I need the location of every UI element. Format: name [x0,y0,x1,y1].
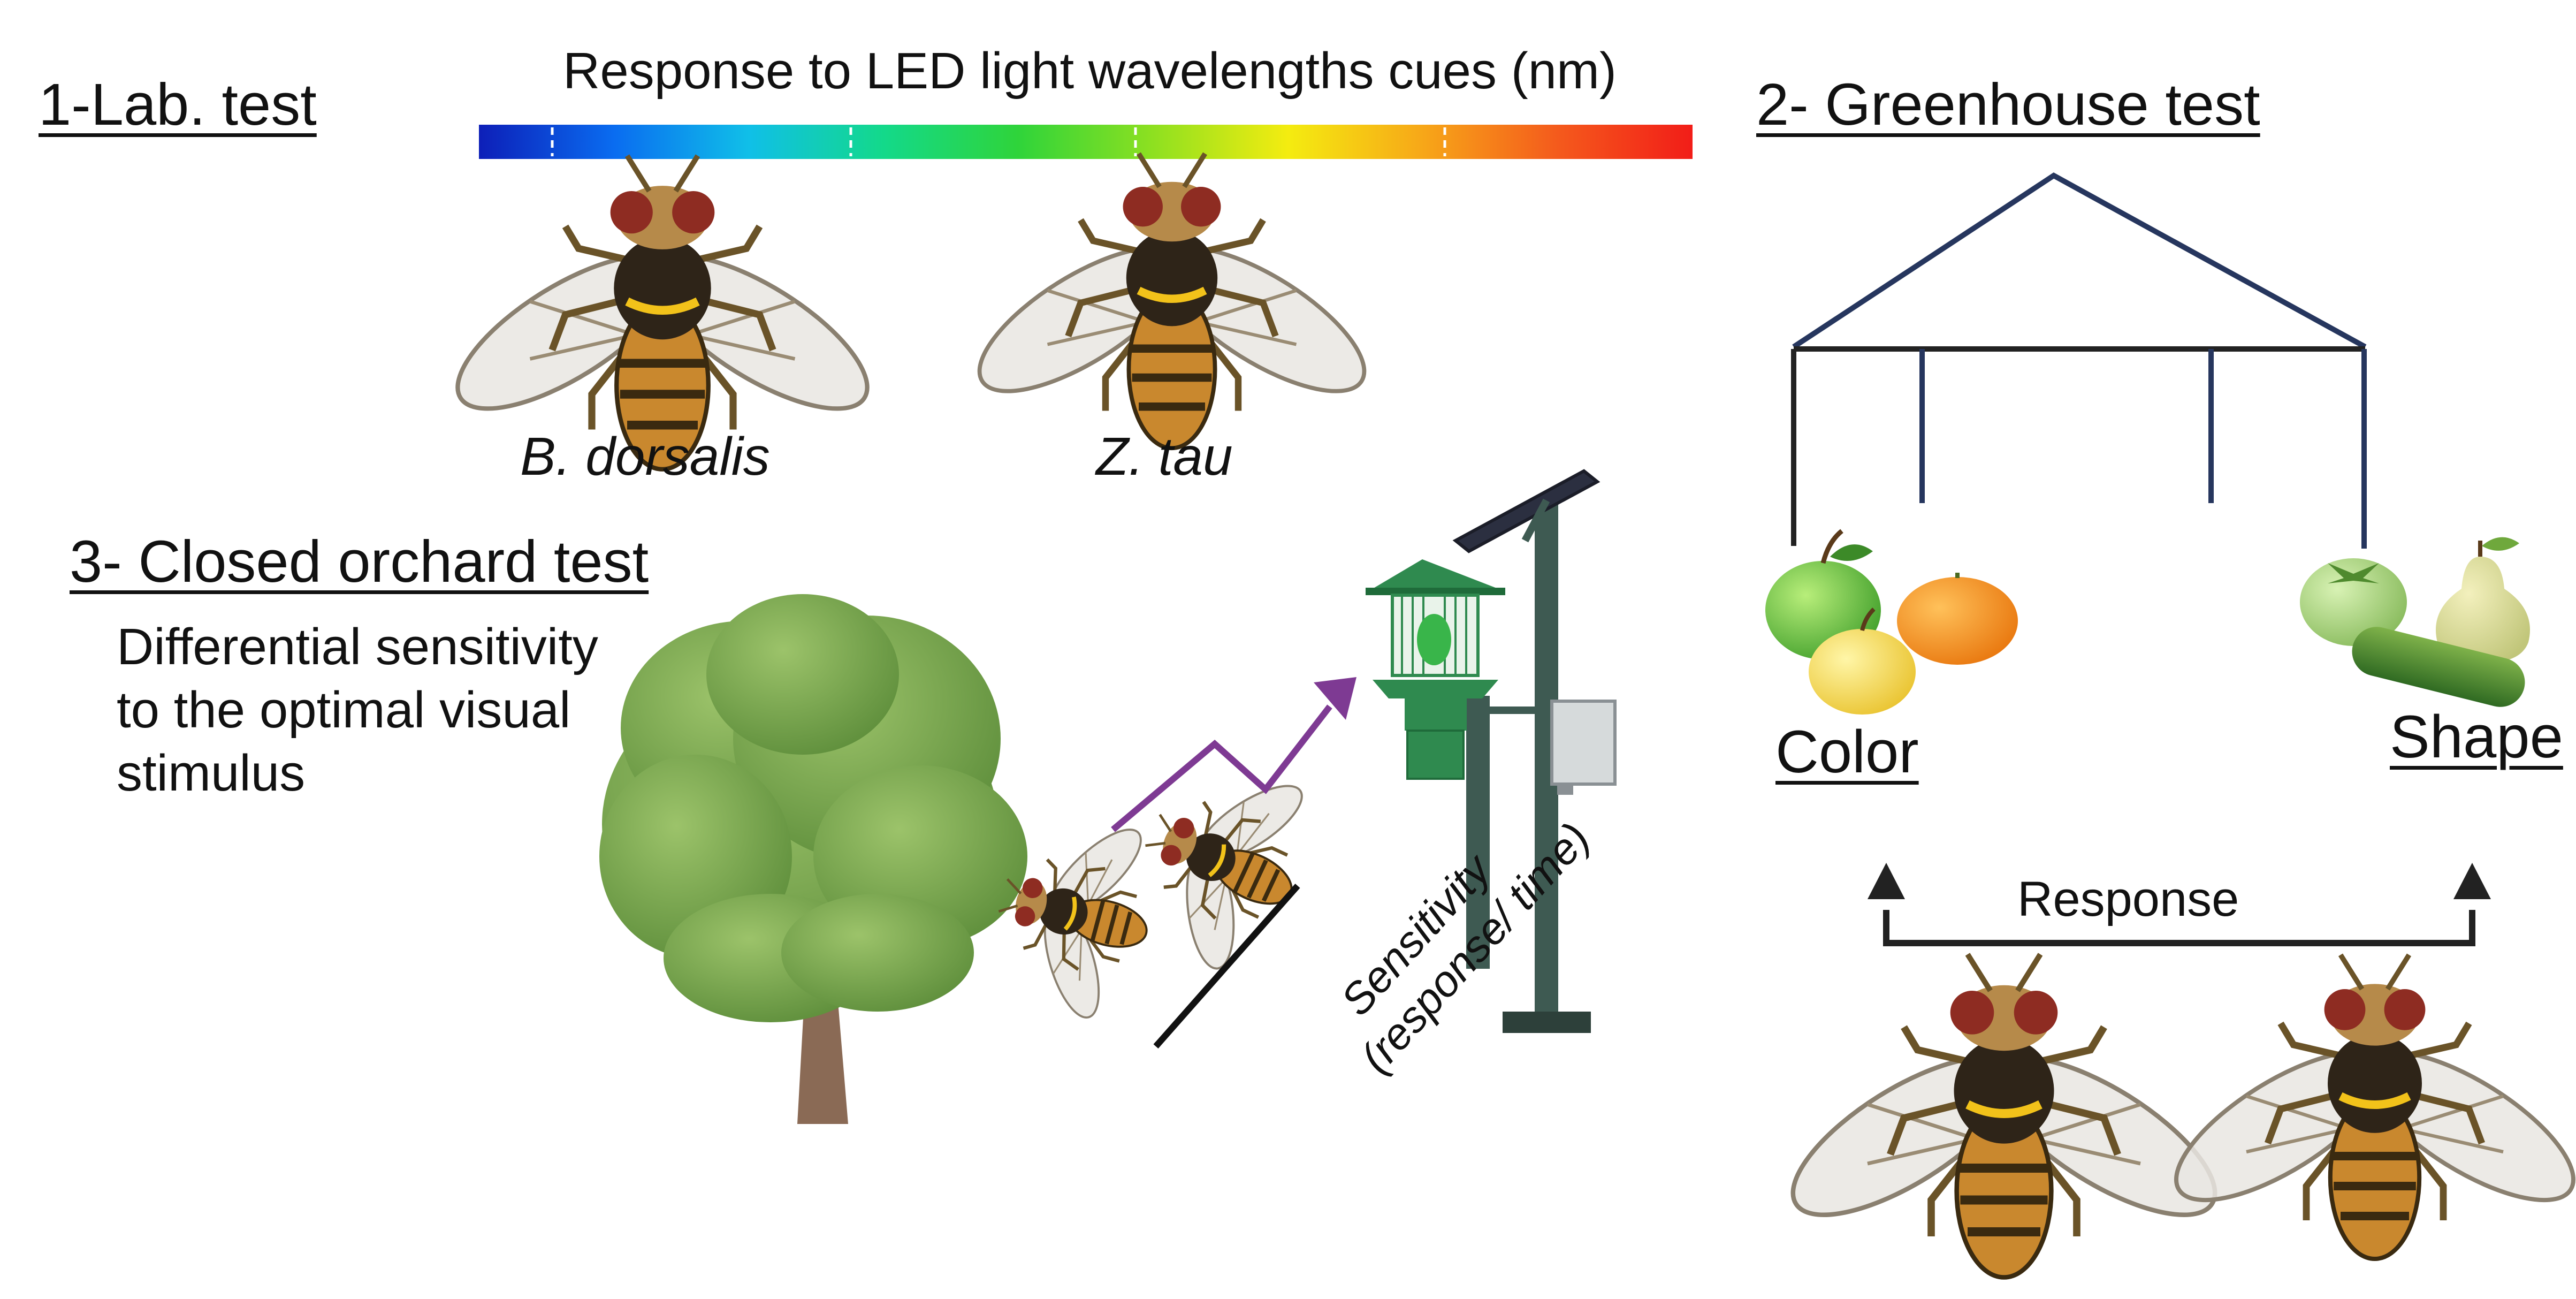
pear-icon [2436,557,2530,663]
orchard-description-line-2: to the optimal visual [117,681,571,739]
spectrum-bar [479,125,1693,159]
sensitivity-axis-line [1153,884,1300,1049]
response-label: Response [2017,872,2239,926]
arrow-icon-color-response [1868,863,1905,899]
sensitivity-arrowhead-icon [1314,677,1356,720]
greenhouse-frame-icon [1791,172,2367,549]
color-fruits-icon [1765,529,2018,715]
response-arrows-icon [1883,910,2475,946]
fruit-fly-icon-z-tau-greenhouse [2155,955,2576,1259]
fruit-fly-icon-b-dorsalis-greenhouse [1771,954,2237,1278]
lab-test-heading: 1-Lab. test [39,72,317,138]
shape-label: Shape [2390,703,2563,770]
orange-icon [1897,577,2018,665]
greenhouse-test-heading: 2- Greenhouse test [1756,72,2260,138]
spectrum-tick-marks [551,127,1446,156]
species-label-z-tau: Z. tau [1096,427,1233,487]
zucchini-icon [2352,627,2525,707]
orchard-description-line-3: stimulus [117,745,306,802]
orchard-description-line-1: Differential sensitivity [117,618,598,675]
arrow-icon-shape-response [2453,863,2491,899]
orchard-test-heading: 3- Closed orchard test [70,529,649,595]
species-label-b-dorsalis: B. dorsalis [520,427,770,487]
spectrum-title: Response to LED light wavelengths cues (… [563,42,1617,100]
tomato-icon [2300,558,2407,646]
yellow-apple-icon [1809,629,1916,715]
fruit-fly-icon-z-tau-lab [959,154,1384,448]
light-trap-icon [1366,469,1617,1033]
tree-icon [599,594,1027,1124]
color-label: Color [1775,718,1919,785]
shape-fruits-icon [2300,537,2530,707]
sensitivity-arrow-icon [1111,704,1332,832]
fruit-fly-icon-b-dorsalis-lab [436,156,889,469]
